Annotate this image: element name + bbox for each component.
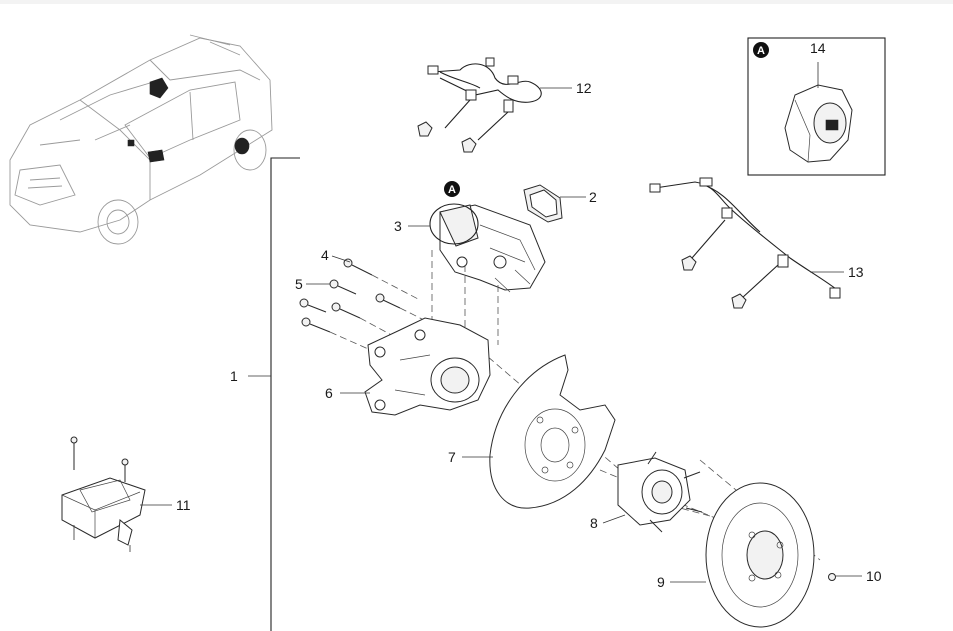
top-border bbox=[0, 0, 953, 4]
detail-a-inset: A bbox=[747, 37, 886, 176]
callout-5: 5 bbox=[295, 276, 303, 292]
group-bracket bbox=[248, 157, 300, 631]
part-13-sensor-harness bbox=[649, 177, 841, 309]
part-4-bolts bbox=[343, 258, 401, 309]
callout-6: 6 bbox=[325, 385, 333, 401]
detail-a-marker: A bbox=[429, 181, 479, 245]
callout-11: 11 bbox=[176, 497, 191, 513]
part-12-harness bbox=[417, 57, 542, 153]
vehicle-roof-unit-icon bbox=[149, 77, 169, 99]
part-11-control-module bbox=[61, 436, 146, 552]
callout-3: 3 bbox=[394, 218, 402, 234]
vehicle-overview bbox=[9, 34, 273, 245]
callout-labels: 1 2 3 4 5 6 7 8 9 10 11 12 13 14 bbox=[176, 40, 882, 590]
part-8-hub bbox=[617, 451, 703, 533]
part-10-screw bbox=[828, 573, 836, 581]
part-6-knuckle bbox=[364, 317, 491, 416]
callout-9: 9 bbox=[657, 574, 665, 590]
part-7-dust-shield bbox=[489, 354, 616, 509]
part-14-actuator bbox=[784, 62, 853, 163]
part-2-brake-pads bbox=[523, 184, 563, 223]
callout-7: 7 bbox=[448, 449, 456, 465]
callout-4: 4 bbox=[321, 247, 329, 263]
callout-leaders bbox=[140, 87, 862, 583]
callout-13: 13 bbox=[848, 264, 864, 280]
callout-12: 12 bbox=[576, 80, 592, 96]
callout-8: 8 bbox=[590, 515, 598, 531]
vehicle-rear-brake-icon bbox=[234, 137, 250, 155]
detail-a-badge-label: A bbox=[448, 184, 456, 196]
part-5-bolts bbox=[299, 279, 361, 333]
callout-10: 10 bbox=[866, 568, 882, 584]
callout-14: 14 bbox=[810, 40, 826, 56]
callout-2: 2 bbox=[589, 189, 597, 205]
detail-a-inset-badge-label: A bbox=[757, 45, 765, 57]
part-3-caliper bbox=[439, 204, 546, 293]
part-9-brake-disc bbox=[705, 482, 815, 628]
callout-1: 1 bbox=[230, 368, 238, 384]
